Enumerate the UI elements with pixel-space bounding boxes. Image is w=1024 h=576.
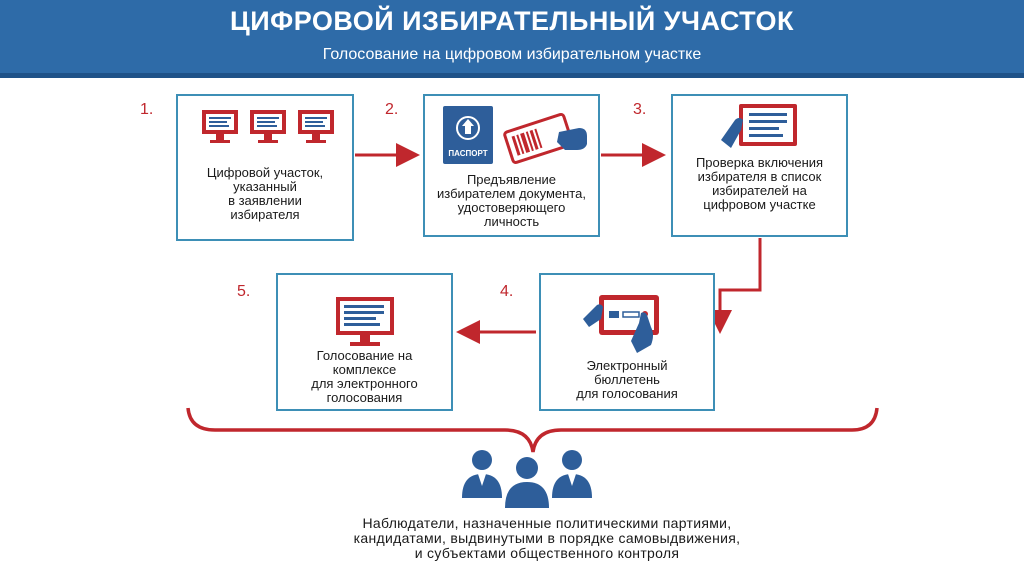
step-text-3: Проверка включения избирателя в список и… [695, 155, 824, 212]
step-text-2: Предъявление избирателем документа, удос… [437, 172, 586, 229]
step-number-2: 2. [385, 101, 399, 118]
voting-monitor-icon [336, 297, 394, 346]
step-number-3: 3. [633, 101, 647, 118]
arrow-3-4 [708, 238, 762, 334]
step-number-5: 5. [237, 283, 251, 300]
ballot-tablet-icon [583, 295, 659, 353]
monitors-icon [202, 110, 334, 143]
step-text-4: Электронный бюллетень для голосования [576, 358, 678, 401]
step-number-1: 1. [140, 101, 154, 118]
step-box-3: Проверка включения избирателя в список и… [671, 94, 848, 237]
list-check-icon [721, 104, 797, 148]
step-box-5: Голосование на комплексе для электронног… [276, 273, 453, 411]
page-subtitle: Голосование на цифровом избирательном уч… [322, 46, 702, 63]
step-text-5: Голосование на комплексе для электронног… [311, 348, 418, 405]
step-box-4: Электронный бюллетень для голосования [539, 273, 715, 411]
people-icon [462, 450, 592, 508]
header-band [0, 73, 1024, 78]
step-text-1: Цифровой участок, указанный в заявлении … [206, 165, 324, 222]
brace [186, 407, 879, 453]
observers-text: Наблюдатели, назначенные политическими п… [353, 515, 741, 561]
header-bar [0, 0, 1024, 78]
step-box-2: ПАСПОРТ Предъявление избирателем докумен… [423, 94, 600, 237]
page-title: ЦИФРОВОЙ ИЗБИРАТЕЛЬНЫЙ УЧАСТОК [230, 6, 794, 36]
step-box-1: Цифровой участок, указанный в заявлении … [176, 94, 354, 241]
step-number-4: 4. [500, 283, 514, 300]
passport-label: ПАСПОРТ [448, 149, 487, 158]
passport-card-icon: ПАСПОРТ [443, 106, 587, 164]
